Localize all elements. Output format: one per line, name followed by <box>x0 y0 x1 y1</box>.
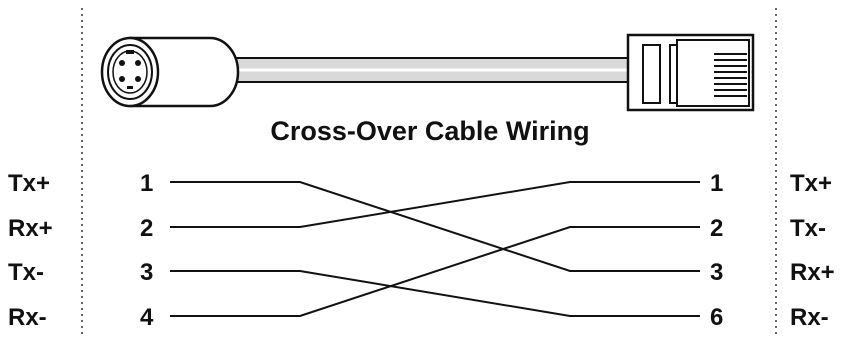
rj45-connector-icon <box>626 33 755 112</box>
right-pin-number: 1 <box>710 170 723 197</box>
wiring-lines <box>170 181 700 317</box>
right-signal-label: Tx- <box>790 215 826 242</box>
left-signal-label: Rx- <box>8 304 47 331</box>
mini-din-connector-icon <box>100 36 240 108</box>
left-signal-label: Tx- <box>8 259 44 286</box>
wire-2-to-1 <box>170 181 700 228</box>
right-pin-number: 2 <box>710 215 723 242</box>
left-pin-number: 1 <box>140 170 153 197</box>
left-pin-number: 3 <box>140 259 153 286</box>
diagram-title: Cross-Over Cable Wiring <box>270 116 589 146</box>
cable-body <box>214 57 636 83</box>
wire-3-to-6 <box>170 270 700 317</box>
left-signal-label: Tx+ <box>8 170 50 197</box>
wire-4-to-2 <box>170 226 700 317</box>
right-pin-number: 6 <box>710 304 723 331</box>
right-signal-label: Tx+ <box>790 170 832 197</box>
left-pin-number: 2 <box>140 215 153 242</box>
left-pin-number: 4 <box>140 304 154 331</box>
right-signal-label: Rx- <box>790 304 829 331</box>
right-signal-label: Rx+ <box>790 259 835 286</box>
wire-1-to-3 <box>170 181 700 272</box>
right-pin-number: 3 <box>710 259 723 286</box>
left-signal-label: Rx+ <box>8 215 53 242</box>
